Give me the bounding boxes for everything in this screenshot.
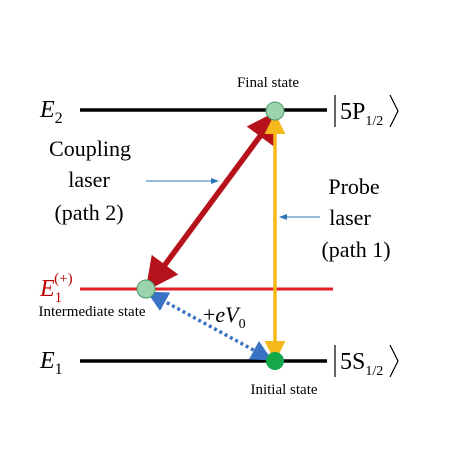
svg-text:5S1/2: 5S1/2	[340, 349, 383, 379]
upper-level-label: E2	[39, 97, 63, 127]
intermediate-state-dot	[136, 279, 156, 299]
energy-shift-label: +eV0	[203, 302, 246, 332]
coupling-label-line1: Coupling	[49, 136, 131, 161]
probe-label-line3: (path 1)	[321, 237, 390, 262]
intermediate-level-label: E1(+)	[39, 271, 73, 306]
upper-state-ket: 5P1/2	[334, 94, 399, 129]
coupling-laser-arrow	[145, 109, 280, 292]
lower-state-ket: 5S1/2	[334, 344, 399, 379]
svg-text:5P1/2: 5P1/2	[340, 99, 383, 129]
final-state-label: Final state	[237, 75, 299, 91]
coupling-label-line2: laser	[68, 167, 110, 192]
initial-state-dot	[266, 352, 284, 370]
intermediate-state-label: Intermediate state	[38, 304, 145, 320]
probe-label-line1: Probe	[328, 174, 379, 199]
energy-shift-dotted-arrow	[146, 291, 273, 361]
coupling-label-line3: (path 2)	[54, 200, 123, 225]
probe-label-line2: laser	[329, 205, 371, 230]
final-state-dot	[265, 101, 285, 121]
lower-level-label: E1	[39, 348, 63, 378]
initial-state-label: Initial state	[250, 382, 317, 398]
